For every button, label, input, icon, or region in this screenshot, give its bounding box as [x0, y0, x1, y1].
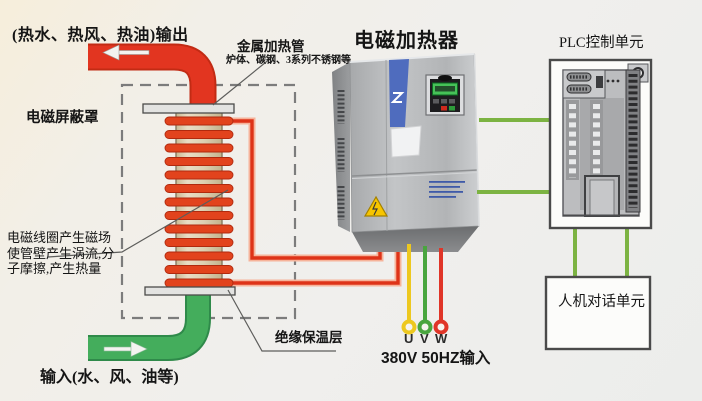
output-label: (热水、热风、热油)输出	[12, 27, 189, 44]
coil-note-line3: 子摩擦,产生热量	[7, 261, 102, 276]
plc-connector-icon	[566, 84, 592, 94]
warning-triangle-icon	[363, 195, 389, 217]
hot-output-pipe	[88, 43, 217, 108]
brand-logo-icon	[390, 92, 405, 103]
hmi-box	[544, 275, 652, 351]
phase-u-label: U	[404, 331, 414, 346]
plc-title-label: PLC控制单元	[559, 35, 644, 51]
plc-connector-icon	[566, 72, 592, 82]
leader-coil-note	[47, 189, 229, 258]
coil-note-line1: 电磁线圈产生磁场	[7, 230, 112, 245]
hmi-label: 人机对话单元	[558, 294, 645, 310]
insulation-label: 绝缘保温层	[275, 330, 343, 345]
phase-v-label: V	[420, 331, 429, 346]
tube-title-label: 金属加热管	[237, 39, 305, 54]
heater-title: 电磁加热器	[354, 30, 459, 52]
shield-label: 电磁屏蔽罩	[26, 110, 99, 126]
phase-w-label: W	[435, 331, 448, 346]
phase-ring-terminal-v	[417, 319, 433, 335]
input-label: 输入(水、风、油等)	[40, 369, 179, 386]
control-wires	[477, 118, 629, 277]
tube-subtitle-label: 炉体、碳钢、3系列不锈钢等	[226, 55, 351, 66]
power-wires	[401, 244, 449, 335]
leader-insulation	[227, 289, 336, 352]
name-plate	[390, 125, 422, 158]
plc-module	[562, 63, 649, 217]
tube-flanges	[142, 103, 236, 296]
induction-coil	[164, 116, 234, 288]
power-rating-label: 380V 50HZ输入	[381, 350, 491, 367]
spec-text-lines	[429, 181, 465, 198]
keypad-display	[425, 74, 465, 116]
plc-box	[548, 58, 653, 230]
coil-note-line2: 使管壁产生涡流,分	[7, 245, 115, 261]
flow-arrow-out-icon	[102, 44, 150, 61]
coil-note-label: 电磁线圈产生磁场 使管壁产生涡流,分 子摩擦,产生热量	[7, 230, 149, 277]
phase-ring-terminal-u	[401, 319, 417, 335]
leader-tube-label	[212, 57, 272, 106]
flow-arrow-in-icon	[103, 341, 148, 357]
heater-cabinet	[332, 53, 480, 252]
phase-ring-terminal-w	[433, 319, 449, 335]
leader-lines	[47, 57, 336, 352]
cold-input-pipe	[88, 292, 211, 361]
